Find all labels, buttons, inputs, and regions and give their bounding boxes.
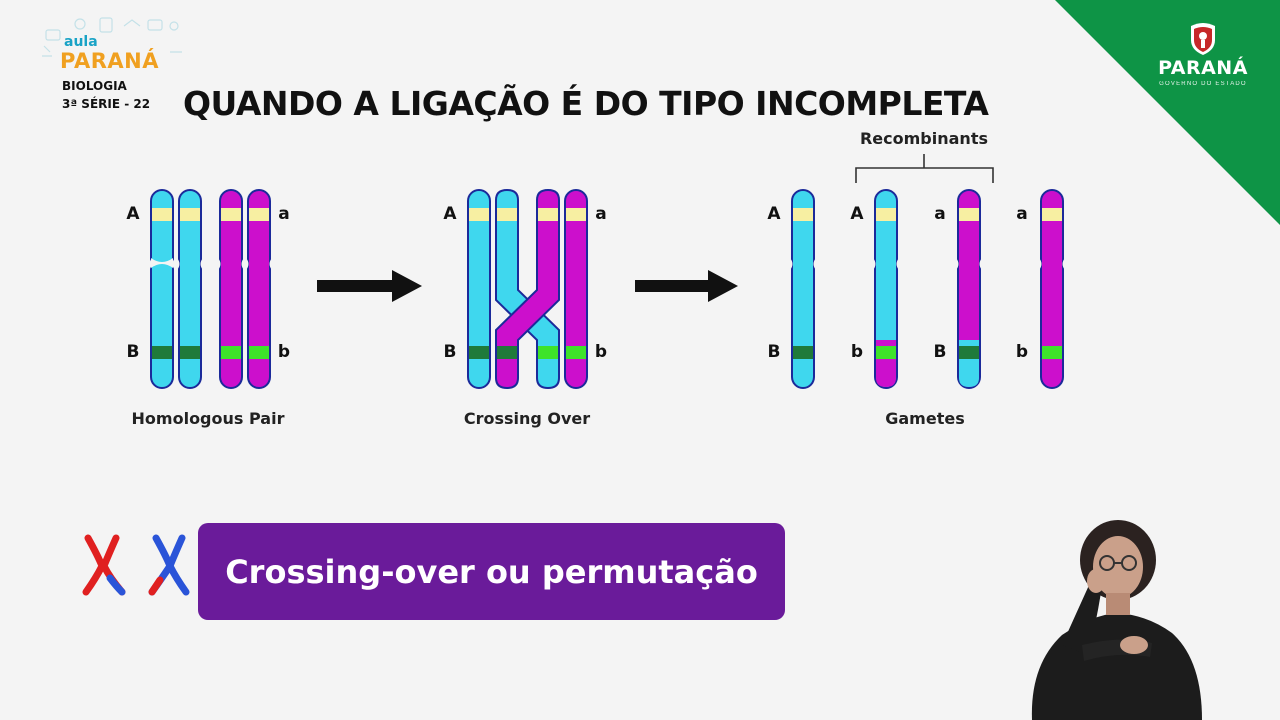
stage-gametes: Recombinants — [767, 129, 1065, 428]
red-x-chromosome-icon — [82, 534, 126, 596]
gamete-allele-label: B — [934, 342, 947, 362]
allele-label: B — [127, 342, 140, 362]
allele-label: a — [595, 204, 606, 224]
gamete-centromere-pinches — [790, 258, 1065, 270]
chromatid-cyan-1 — [150, 189, 174, 389]
gamete-allele-label: b — [851, 342, 863, 362]
centromere-pinches — [149, 258, 272, 270]
gamete-chromosome-3 — [957, 189, 981, 389]
stage-homologous-pair: A B a b Homologous Pair — [126, 189, 290, 428]
gamete-chromosome-4 — [1040, 189, 1064, 389]
arrow-right-icon — [635, 270, 738, 302]
crossing-chromatids — [495, 188, 560, 390]
gamete-chromosome-1 — [791, 189, 815, 389]
sign-language-interpreter — [1031, 520, 1202, 720]
term-banner: Crossing-over ou permutação — [198, 523, 785, 620]
gamete-allele-label: B — [768, 342, 781, 362]
allele-label: A — [443, 204, 457, 224]
parana-crest-icon — [1191, 23, 1215, 55]
chromatid-magenta-outer — [564, 189, 588, 389]
gamete-allele-label: a — [934, 204, 945, 224]
gamete-allele-label: A — [850, 204, 864, 224]
parana-subtitle: GOVERNO DO ESTADO — [1159, 81, 1247, 87]
stage-caption: Homologous Pair — [132, 409, 285, 428]
parana-name: PARANÁ — [1158, 57, 1248, 79]
logo-aula-text: aula — [64, 34, 98, 50]
aula-parana-logo: aula PARANÁ BIOLOGIA 3ª SÉRIE - 22 — [40, 16, 190, 126]
gamete-allele-label: b — [1016, 342, 1028, 362]
recombinants-label: Recombinants — [860, 129, 988, 148]
logo-brand-text: PARANÁ — [60, 49, 159, 73]
recombinants-bracket — [855, 154, 994, 183]
blue-x-chromosome-icon — [148, 534, 190, 596]
subject-label: BIOLOGIA — [62, 79, 127, 93]
stage-caption: Crossing Over — [464, 409, 590, 428]
logo-doodle-icons — [42, 17, 182, 57]
chromatid-cyan-2 — [178, 189, 202, 389]
allele-label: b — [278, 342, 290, 362]
chromatid-magenta-1 — [219, 189, 243, 389]
stage-crossing-over: A B a b Crossing Over — [443, 188, 607, 428]
corner-banner — [1055, 0, 1280, 225]
allele-label: b — [595, 342, 607, 362]
allele-label: a — [278, 204, 289, 224]
parana-badge: PARANÁ GOVERNO DO ESTADO — [1148, 22, 1258, 87]
stage-caption: Gametes — [885, 409, 964, 428]
term-banner-text: Crossing-over ou permutação — [225, 552, 758, 591]
gamete-chromosome-2 — [874, 189, 898, 389]
arrow-right-icon — [317, 270, 422, 302]
slide-title: QUANDO A LIGAÇÃO É DO TIPO INCOMPLETA — [183, 84, 989, 123]
allele-label: A — [126, 204, 140, 224]
chromatid-magenta-2 — [247, 189, 271, 389]
allele-label: B — [444, 342, 457, 362]
gamete-allele-label: a — [1016, 204, 1027, 224]
gamete-allele-label: A — [767, 204, 781, 224]
chromatid-cyan-outer — [467, 189, 491, 389]
grade-label: 3ª SÉRIE - 22 — [62, 97, 151, 111]
